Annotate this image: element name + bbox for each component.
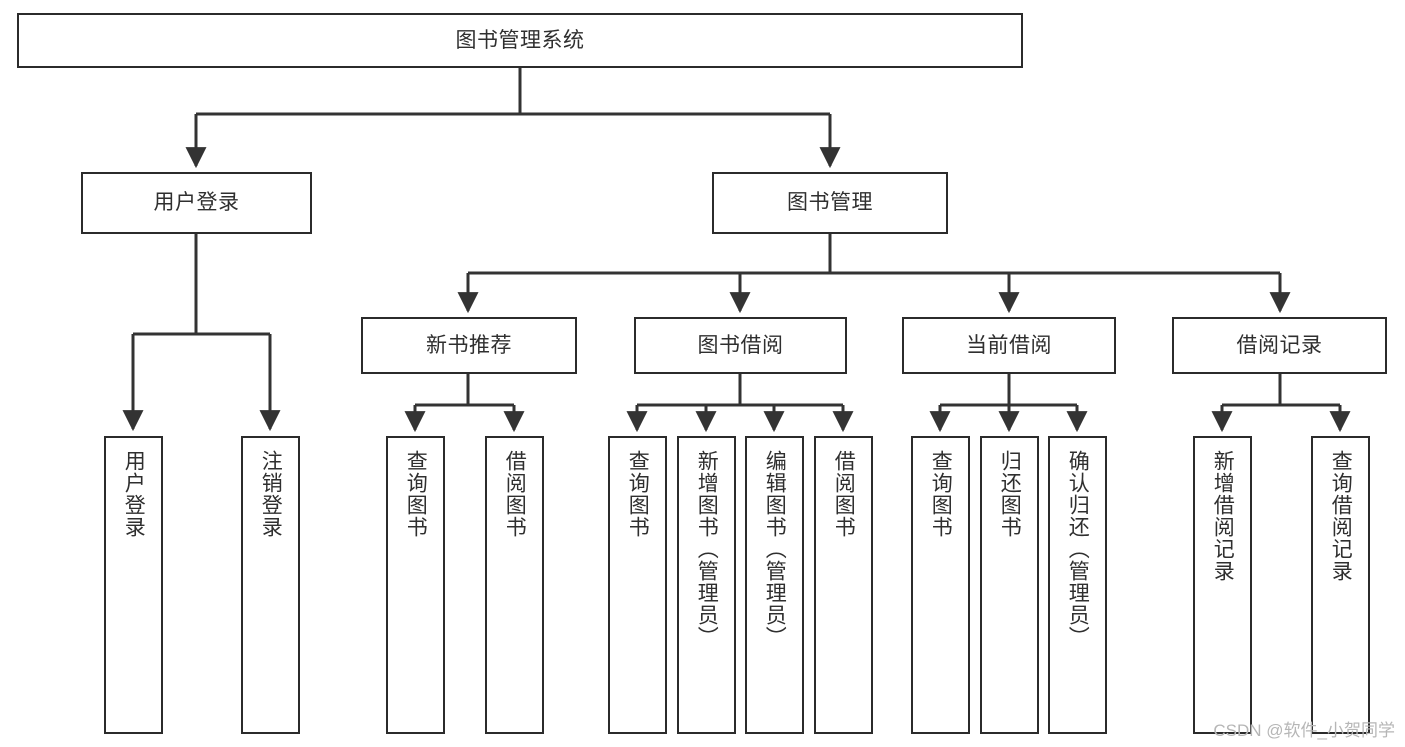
leaf-query-book-current[interactable]: 查询图书 xyxy=(911,436,970,734)
node-label: 借阅图书 xyxy=(503,450,527,538)
leaf-user-login[interactable]: 用户登录 xyxy=(104,436,163,734)
leaf-logout[interactable]: 注销登录 xyxy=(241,436,300,734)
node-label: 借阅图书 xyxy=(832,450,856,538)
leaf-add-book-admin[interactable]: 新增图书（管理员） xyxy=(677,436,736,734)
leaf-borrow-book[interactable]: 借阅图书 xyxy=(814,436,873,734)
node-root-book-management-system[interactable]: 图书管理系统 xyxy=(17,13,1023,68)
csdn-watermark: CSDN @软件_小贺同学 xyxy=(1213,721,1395,740)
node-label: 用户登录 xyxy=(122,450,146,538)
node-label: 用户登录 xyxy=(153,191,240,215)
leaf-edit-book-admin[interactable]: 编辑图书（管理员） xyxy=(745,436,804,734)
node-label: 查询图书 xyxy=(929,450,953,538)
node-label: 借阅记录 xyxy=(1236,333,1323,357)
leaf-add-borrow-record[interactable]: 新增借阅记录 xyxy=(1193,436,1252,734)
node-label: 注销登录 xyxy=(259,450,283,538)
node-label: 图书借阅 xyxy=(697,333,784,357)
node-book-borrow[interactable]: 图书借阅 xyxy=(634,317,847,374)
node-label: 查询借阅记录 xyxy=(1329,450,1353,582)
node-book-management[interactable]: 图书管理 xyxy=(712,172,948,234)
node-borrow-record[interactable]: 借阅记录 xyxy=(1172,317,1387,374)
node-label: 图书管理系统 xyxy=(455,28,585,52)
node-label: 新增借阅记录 xyxy=(1211,450,1235,582)
node-label: 确认归还（管理员） xyxy=(1066,450,1090,648)
leaf-query-book-borrow[interactable]: 查询图书 xyxy=(608,436,667,734)
leaf-return-book[interactable]: 归还图书 xyxy=(980,436,1039,734)
node-label: 查询图书 xyxy=(626,450,650,538)
node-label: 新增图书（管理员） xyxy=(695,450,719,648)
node-label: 当前借阅 xyxy=(966,333,1052,357)
node-label: 新书推荐 xyxy=(426,333,512,357)
node-label: 归还图书 xyxy=(998,450,1022,538)
node-current-borrow[interactable]: 当前借阅 xyxy=(902,317,1116,374)
leaf-query-borrow-record[interactable]: 查询借阅记录 xyxy=(1311,436,1370,734)
node-label: 查询图书 xyxy=(404,450,428,538)
leaf-borrow-book-new-rec[interactable]: 借阅图书 xyxy=(485,436,544,734)
node-label: 图书管理 xyxy=(787,191,873,215)
leaf-query-book-new-rec[interactable]: 查询图书 xyxy=(386,436,445,734)
leaf-confirm-return-admin[interactable]: 确认归还（管理员） xyxy=(1048,436,1107,734)
node-user-login[interactable]: 用户登录 xyxy=(81,172,312,234)
node-new-book-recommendation[interactable]: 新书推荐 xyxy=(361,317,577,374)
node-label: 编辑图书（管理员） xyxy=(763,450,787,648)
